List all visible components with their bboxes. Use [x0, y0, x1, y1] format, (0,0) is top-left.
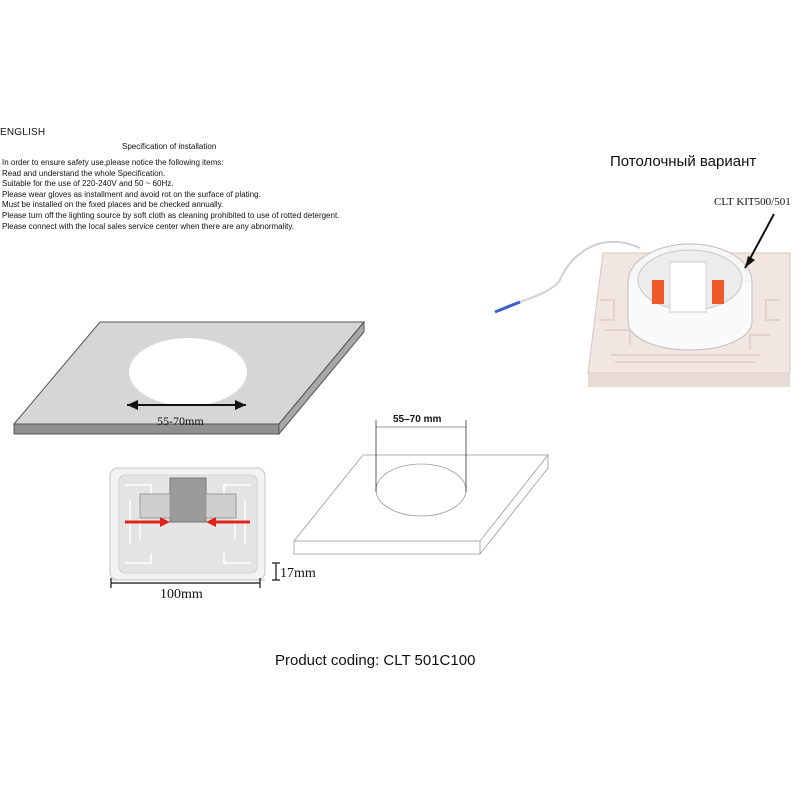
- led-panel-illustration: [109, 467, 280, 588]
- kit-label: CLT KIT500/501: [714, 196, 791, 208]
- ceiling-variant-title: Потолочный вариант: [610, 153, 757, 170]
- instruction-line: Suitable for the use of 220-240V and 50 …: [2, 179, 174, 189]
- instruction-line: Must be installed on the fixed places an…: [2, 200, 224, 210]
- product-coding: Product coding: CLT 501C100: [275, 652, 476, 669]
- outline-cutout-dimension: 55–70 mm: [393, 414, 442, 425]
- ceiling-plate-illustration: [12, 320, 366, 436]
- instruction-list: In order to ensure safety use,please not…: [2, 158, 339, 232]
- language-heading: ENGLISH: [0, 127, 46, 138]
- width-dimension: 100mm: [160, 587, 203, 602]
- instruction-line: Please connect with the local sales serv…: [2, 221, 295, 231]
- instruction-line: Please turn off the lighting source by s…: [2, 210, 340, 220]
- outline-plate-illustration: [293, 420, 549, 555]
- ceiling-kit-illustration: [494, 213, 791, 387]
- height-dimension: 17mm: [280, 566, 316, 581]
- instruction-line: Read and understand the whole Specificat…: [2, 168, 166, 178]
- instruction-line: In order to ensure safety use,please not…: [2, 158, 224, 167]
- plate-cutout-dimension: 55-70mm: [157, 414, 204, 428]
- instruction-line: Please wear gloves as installment and av…: [2, 189, 261, 199]
- spec-title: Specification of installation: [122, 142, 217, 151]
